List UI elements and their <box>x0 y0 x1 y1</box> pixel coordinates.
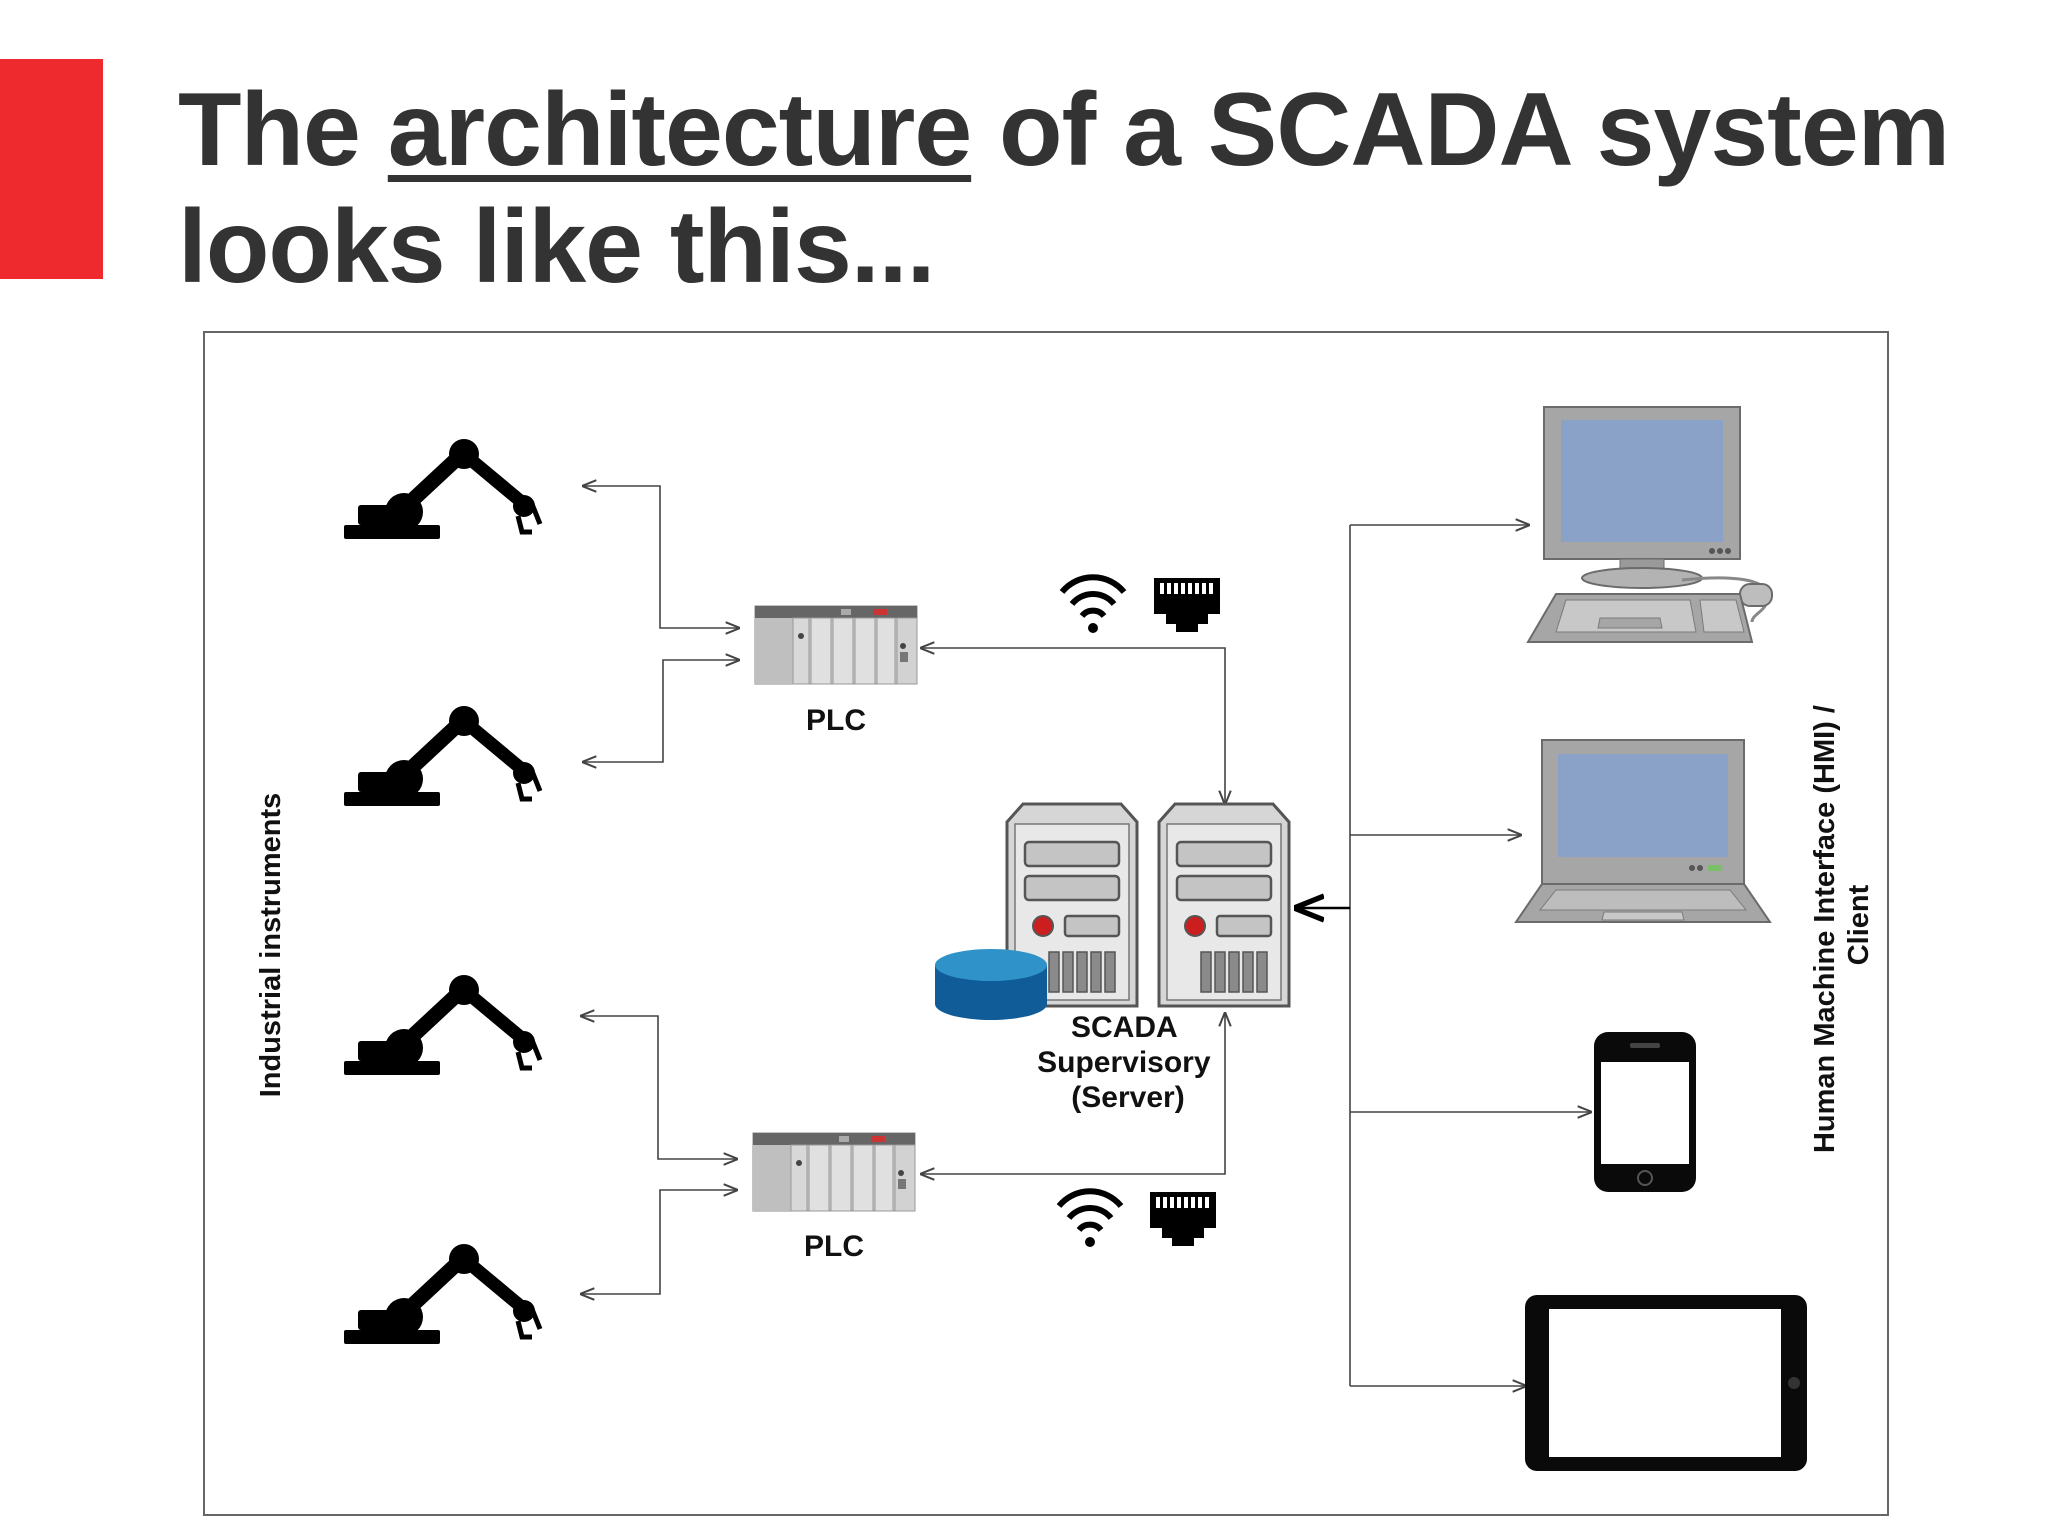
title-link-architecture[interactable]: architecture <box>387 72 972 188</box>
desktop-computer-icon <box>1526 406 1773 643</box>
diagram-frame <box>203 331 1889 1516</box>
database-icon <box>935 949 1047 1020</box>
scada-server-label: SCADA Supervisory (Server) <box>1037 1011 1219 1114</box>
plc-rack-icon <box>752 1132 916 1212</box>
laptop-icon <box>1514 739 1772 923</box>
server-label-line3: (Server) <box>1071 1081 1184 1114</box>
hmi-label-line1: Human Machine Interface (HMI) / <box>1809 705 1841 1153</box>
plc-top-label: PLC <box>806 704 866 737</box>
plc-bottom-label: PLC <box>804 1230 864 1263</box>
hmi-label-line2: Client <box>1843 884 1875 965</box>
server-label-line1: SCADA <box>1071 1011 1177 1044</box>
wifi-icon <box>1062 577 1124 633</box>
industrial-instruments-label: Industrial instruments <box>255 793 287 1098</box>
ethernet-port-icon <box>1154 578 1220 632</box>
robot-arm-icon <box>344 706 540 806</box>
robot-arm-icon <box>344 975 540 1075</box>
server-label-line2: Supervisory <box>1037 1046 1211 1079</box>
plc-rack-icon <box>754 605 918 685</box>
smartphone-icon <box>1594 1032 1696 1192</box>
wifi-icon <box>1059 1191 1121 1247</box>
server-tower-icon <box>1157 802 1291 1008</box>
robot-arm-icon <box>344 439 540 539</box>
title-text-end: of a SCADA system looks like this... <box>178 72 1950 305</box>
hmi-client-label: Human Machine Interface (HMI) / Client <box>1809 697 1875 1153</box>
slide-accent-bar <box>0 59 103 279</box>
robot-arm-icon <box>344 1244 540 1344</box>
title-text-start: The <box>178 72 388 188</box>
ethernet-port-icon <box>1150 1192 1216 1246</box>
tablet-icon <box>1525 1295 1807 1471</box>
slide-title: The architecture of a SCADA system looks… <box>178 72 1978 306</box>
